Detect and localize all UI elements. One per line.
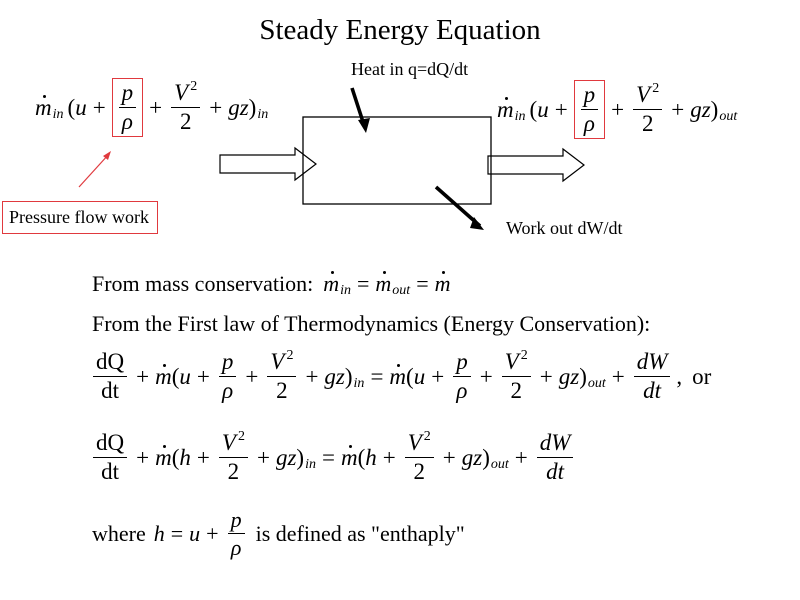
pressure-flow-work-label: Pressure flow work	[2, 201, 158, 234]
work-arrow	[434, 185, 482, 228]
outlet-arrow	[487, 147, 585, 183]
pointer-line	[78, 153, 110, 188]
slide-title: Steady Energy Equation	[259, 14, 541, 46]
heat-in-label: Heat in q=dQ/dt	[351, 59, 469, 79]
inlet-arrow	[219, 146, 317, 182]
control-volume-box	[302, 116, 492, 205]
heat-arrowhead	[358, 118, 370, 133]
heat-arrow	[350, 87, 366, 126]
work-arrowhead	[470, 217, 484, 230]
work-out-label: Work out dW/dt	[506, 218, 623, 238]
pointer-arrowhead	[103, 151, 111, 160]
first-law-line: From the First law of Thermodynamics (En…	[92, 311, 651, 336]
